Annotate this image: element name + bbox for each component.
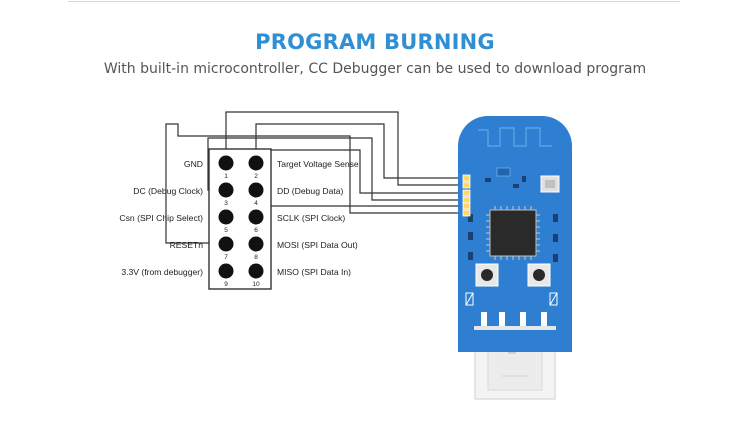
pin-number: 8 <box>254 254 258 261</box>
connector-pin <box>218 209 234 225</box>
pin-number: 3 <box>224 200 228 207</box>
pin-number: 1 <box>224 173 228 180</box>
crystal <box>496 167 511 177</box>
pin-number: 4 <box>254 200 258 207</box>
pin-label-right: MISO (SPI Data In) <box>277 267 351 277</box>
wire-gnd <box>225 111 465 186</box>
right-pin-labels: Target Voltage Sense DD (Debug Data) SCLK … <box>277 159 359 277</box>
connector-pin <box>218 236 234 252</box>
connector-pin <box>248 182 264 198</box>
connector-pin <box>248 236 264 252</box>
connector-pin <box>248 155 264 171</box>
connector-pins: 1 2 3 4 5 6 7 8 9 10 <box>218 155 264 288</box>
pin-label-right: Target Voltage Sense <box>277 159 359 169</box>
page-subtitle: With built-in microcontroller, CC Debugg… <box>103 61 647 77</box>
antenna-trace <box>478 127 552 147</box>
wire-reset <box>165 123 465 244</box>
pin-label-left: RESETn <box>170 240 204 250</box>
pin-label-left: GND <box>184 159 203 169</box>
connector-header: 1 2 3 4 5 6 7 8 9 10 <box>208 148 272 290</box>
pin-label-right: MOSI (SPI Data Out) <box>277 240 358 250</box>
pin-number: 2 <box>254 173 258 180</box>
connector-pin <box>218 182 234 198</box>
usb-dongle-board <box>458 116 572 400</box>
page-title: PROGRAM BURNING <box>255 30 495 54</box>
pin-number: 10 <box>252 281 260 288</box>
programming-pads <box>462 174 471 217</box>
pin-label-left: 3.3V (from debugger) <box>121 267 203 277</box>
side-mark-right <box>549 292 558 306</box>
connector-pin <box>218 263 234 279</box>
button-left <box>475 263 499 287</box>
top-divider <box>68 1 680 2</box>
pin-label-left: DC (Debug Clock) <box>133 186 203 196</box>
pin-number: 7 <box>224 254 228 261</box>
side-mark-left <box>465 292 474 306</box>
left-pin-labels: GND DC (Debug Clock) Csn (SPI Chip Select)… <box>119 159 203 277</box>
pin-label-right: DD (Debug Data) <box>277 186 344 196</box>
connector-pin <box>248 209 264 225</box>
mcu-chip <box>489 209 537 257</box>
pin-label-right: SCLK (SPI Clock) <box>277 213 345 223</box>
pin-number: 9 <box>224 281 228 288</box>
connector-pin <box>248 263 264 279</box>
connector-pin <box>218 155 234 171</box>
button-right <box>527 263 551 287</box>
pin-number: 5 <box>224 227 228 234</box>
pin-number: 6 <box>254 227 258 234</box>
pin-label-left: Csn (SPI Chip Select) <box>119 213 203 223</box>
chip-pins <box>486 206 540 260</box>
